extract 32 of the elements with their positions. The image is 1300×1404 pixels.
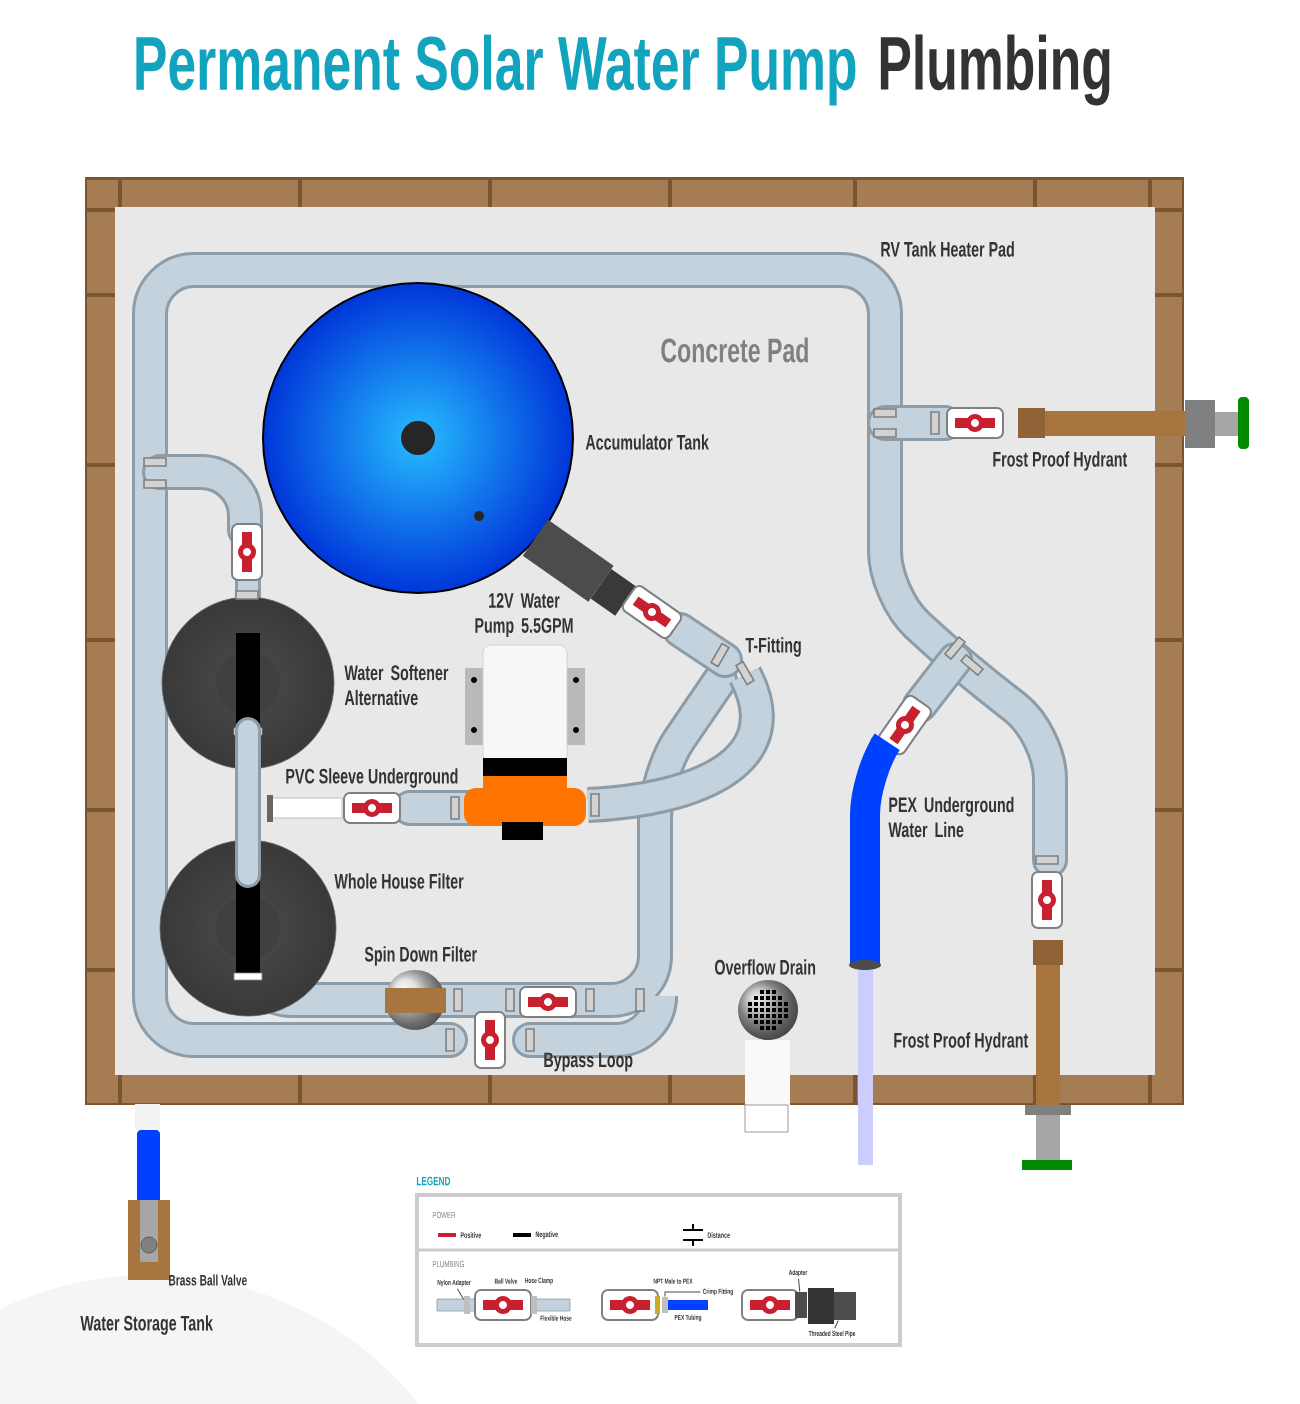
component-label: Overflow Drain [715, 959, 816, 975]
area-label: Concrete Pad [661, 337, 808, 363]
component-label: Whole House Filter [334, 873, 464, 889]
legend-section-label: PLUMBING [432, 1260, 464, 1268]
component-label: Accumulator Tank [585, 434, 709, 450]
legend-label: Distance [707, 1232, 730, 1238]
component-label: PEX Underground Water Line [888, 796, 1014, 838]
component-label: Bypass Loop [544, 1052, 633, 1072]
leader-line [798, 1278, 801, 1293]
crimp-ring [662, 1297, 668, 1313]
component-label: 12V Water Pump 5.5GPM [475, 593, 573, 637]
component-label: Brass Ball Valve [169, 1274, 247, 1286]
leader-line [456, 1288, 465, 1300]
leader-line [664, 1291, 701, 1298]
title-word: Plumbing [880, 34, 1110, 106]
legend-section-label: POWER [432, 1211, 456, 1219]
pipe-adapter [795, 1292, 807, 1318]
component-label: RV Tank Heater Pad [881, 241, 1014, 257]
nylon-adapter [464, 1296, 470, 1314]
component-label: Frost Proof Hydrant [993, 451, 1128, 471]
threaded-pipe [834, 1292, 856, 1320]
legend-label: Positive [460, 1232, 482, 1238]
component-label: Frost Proof Hydrant [894, 1032, 1029, 1052]
legend-label: Negative [535, 1231, 558, 1239]
component-label: T-Fitting [745, 637, 801, 657]
component-label: PVC Sleeve Underground [286, 768, 458, 788]
component-label: Water Softener Alternative [344, 664, 449, 706]
component-label: Water Storage Tank [80, 1315, 213, 1335]
title: Permanent Solar Water Pump [136, 34, 856, 106]
leader-line [834, 1319, 839, 1329]
legend-heading: LEGEND [416, 1176, 451, 1186]
component-label: Spin Down Filter [364, 946, 477, 966]
